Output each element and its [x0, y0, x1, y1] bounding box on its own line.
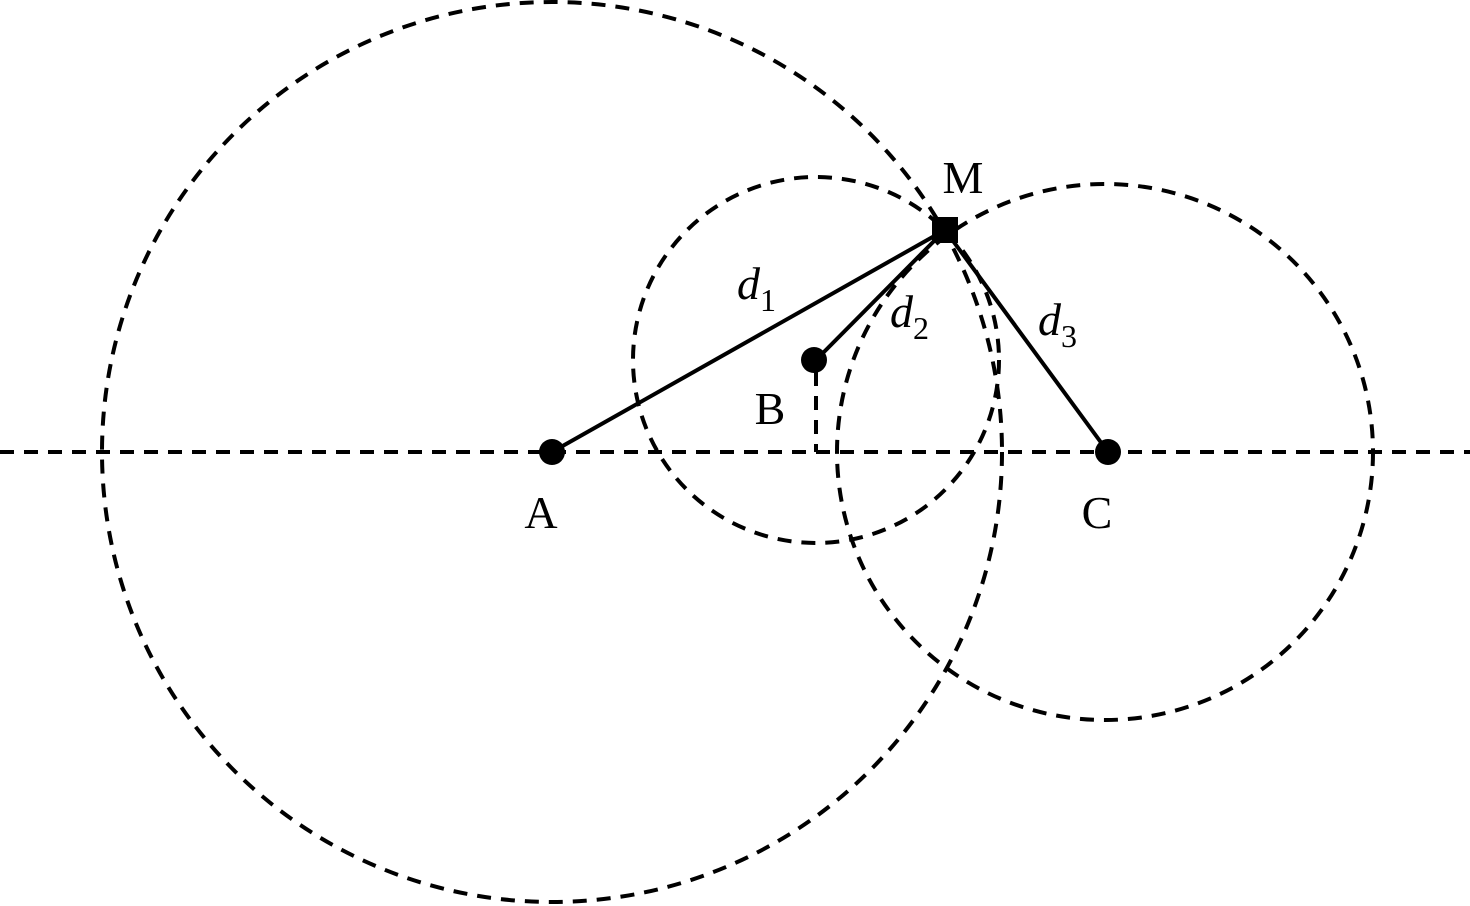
circle-around-b [631, 175, 1001, 545]
d2-index: 2 [913, 310, 929, 346]
segment-a-m [551, 228, 946, 454]
segment-c-m [943, 228, 1110, 454]
label-d2: d2 [890, 286, 929, 346]
circle-around-c [835, 182, 1375, 722]
d3-index: 3 [1061, 318, 1077, 354]
segment-b-m [814, 228, 947, 362]
point-m-marker [932, 217, 958, 243]
point-a-marker [539, 439, 565, 465]
label-a: A [524, 487, 557, 538]
label-c: C [1082, 487, 1113, 538]
point-c-marker [1095, 439, 1121, 465]
d3-symbol: d [1038, 294, 1062, 345]
point-b-marker [801, 347, 827, 373]
label-b: B [755, 383, 786, 434]
d1-index: 1 [760, 282, 776, 318]
label-d3: d3 [1038, 294, 1077, 354]
d2-symbol: d [890, 286, 914, 337]
label-m: M [943, 152, 984, 203]
circle-around-a [100, 0, 1004, 904]
d1-symbol: d [737, 258, 761, 309]
label-d1: d1 [737, 258, 776, 318]
